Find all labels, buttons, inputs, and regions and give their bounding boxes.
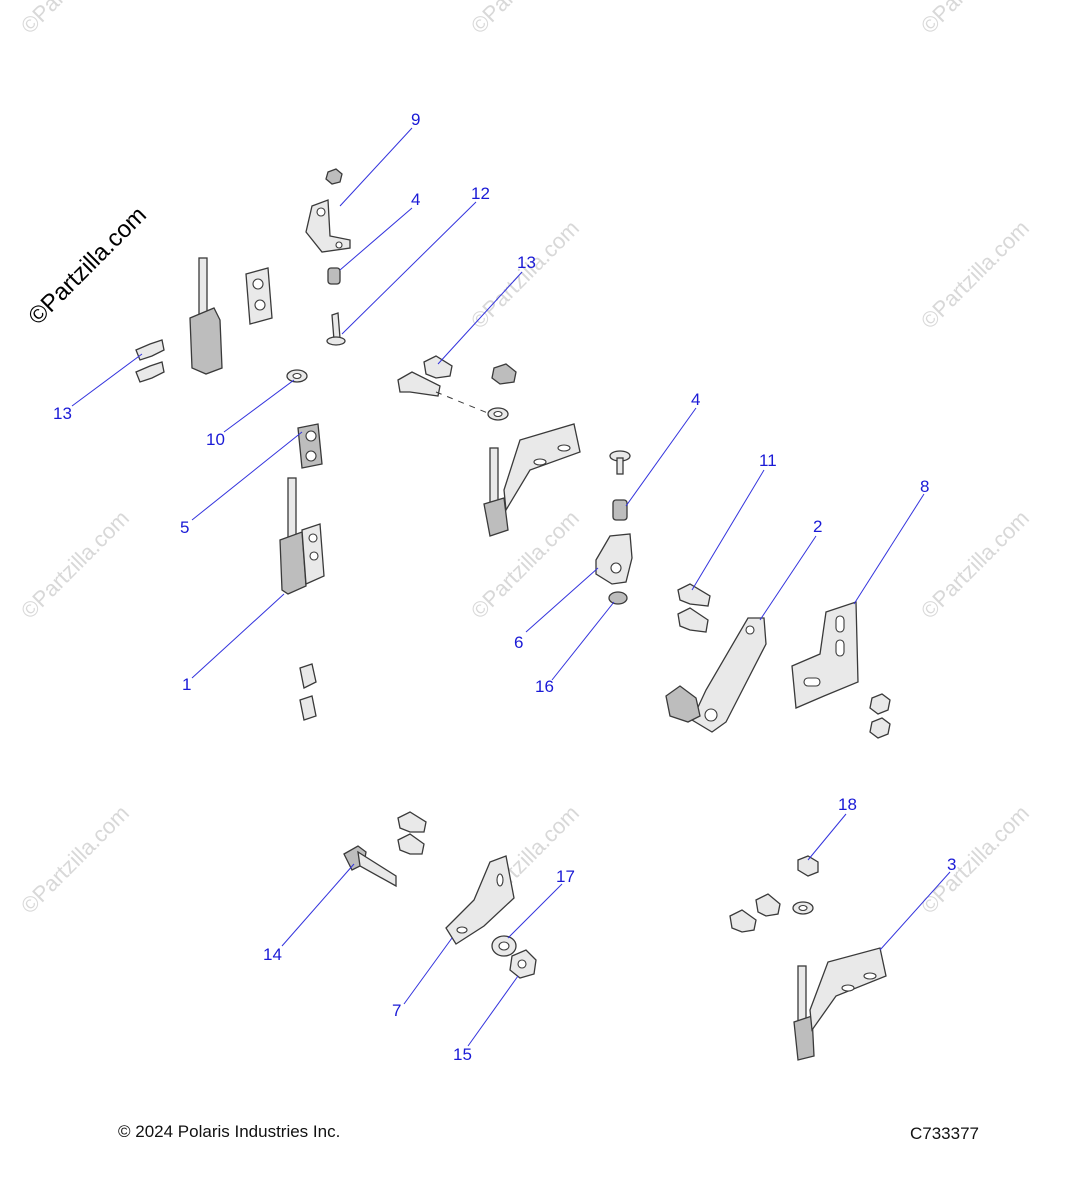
part-3-hinge: [793, 947, 887, 1061]
leader-3: [879, 871, 951, 951]
leader-lines: [71, 127, 951, 1047]
callout-9: 9: [411, 110, 420, 129]
part-11-bolts: [677, 583, 711, 633]
watermark-tile: ©Partzilla.com: [916, 0, 1034, 39]
part-3-bolts-washer: [729, 893, 814, 933]
copyright-text: © 2024 Polaris Industries Inc.: [118, 1122, 341, 1141]
leader-13b: [437, 271, 523, 365]
part-13-bolts-left: [135, 339, 165, 383]
callout-2: 2: [813, 517, 822, 536]
callout-7: 7: [392, 1001, 401, 1020]
leader-7: [403, 937, 453, 1005]
callout-17: 17: [556, 867, 575, 886]
leader-16: [551, 601, 615, 681]
callout-14: 14: [263, 945, 282, 964]
leader-11: [691, 469, 765, 591]
part-17-washer: [491, 935, 517, 957]
watermark-tile: ©Partzilla.com: [16, 800, 134, 918]
leader-18: [807, 813, 847, 861]
callout-12: 12: [471, 184, 490, 203]
part-12-screw: [326, 312, 346, 346]
leader-9: [339, 127, 413, 207]
watermark-tile: ©Partzilla.com: [466, 0, 584, 39]
watermark-tile: ©Partzilla.com: [916, 505, 1034, 623]
leader-17: [507, 883, 563, 939]
upper-hinge-left: [189, 257, 273, 375]
part-5-plate: [297, 423, 323, 469]
part-4-screw-spacer: [609, 450, 631, 521]
part-8-bracket: [791, 601, 859, 709]
callout-18: 18: [838, 795, 857, 814]
part-16-nut: [608, 591, 628, 605]
callout-6: 6: [514, 633, 523, 652]
center-nut-washer: [487, 363, 517, 421]
callout-13: 13: [517, 253, 536, 272]
watermark-tile: ©Partzilla.com: [916, 800, 1034, 918]
leader-6: [525, 567, 599, 633]
leader-1: [191, 593, 285, 679]
callout-8: 8: [920, 477, 929, 496]
callout-5: 5: [180, 518, 189, 537]
diagram-code: C733377: [910, 1124, 980, 1143]
part-6-bracket: [595, 533, 633, 585]
leader-4a: [339, 207, 413, 271]
part-18-nut: [797, 855, 819, 877]
callout-numbers: 9 4 12 13 13 10 5 1 4 11 8 2 6 16 18 17 …: [53, 110, 956, 1064]
leader-13a: [71, 353, 143, 407]
callout-4: 4: [691, 390, 700, 409]
leader-10: [223, 379, 295, 433]
watermark-tile: ©Partzilla.com: [16, 505, 134, 623]
callout-1: 1: [182, 675, 191, 694]
watermark-tile: ©Partzilla.com: [466, 505, 584, 623]
part-2-plate: [665, 617, 767, 733]
leader-8: [853, 493, 925, 605]
part-4-spacer: [327, 267, 341, 285]
watermark-main: ©Partzilla.com: [23, 202, 152, 331]
part-1-bolts: [299, 663, 317, 721]
callout-16: 16: [535, 677, 554, 696]
part-15-nut: [509, 949, 537, 979]
callout-3: 3: [947, 855, 956, 874]
part-1-hinge: [279, 477, 325, 595]
callout-10: 10: [206, 430, 225, 449]
callout-4: 4: [411, 190, 420, 209]
center-hinge: [483, 423, 581, 537]
part-14-pin: [343, 845, 397, 888]
callout-11: 11: [759, 451, 777, 470]
leader-4b: [625, 407, 697, 507]
part-10-washer: [286, 369, 308, 383]
watermark-tile: ©Partzilla.com: [916, 215, 1034, 333]
part-14-bolts: [397, 811, 427, 855]
watermark-tile: ©Partzilla.com: [16, 0, 134, 39]
part-8-nuts: [869, 693, 891, 739]
part-13-bolts-center: [397, 355, 501, 419]
leader-2: [759, 535, 817, 621]
part-7-bracket: [445, 855, 515, 945]
leader-14: [281, 863, 355, 947]
callout-15: 15: [453, 1045, 472, 1064]
part-9-bracket: [305, 168, 351, 253]
leader-5: [191, 431, 303, 521]
callout-13: 13: [53, 404, 72, 423]
leader-15: [467, 975, 519, 1047]
watermark-tile: ©Partzilla.com: [466, 215, 584, 333]
leader-12: [341, 201, 477, 335]
